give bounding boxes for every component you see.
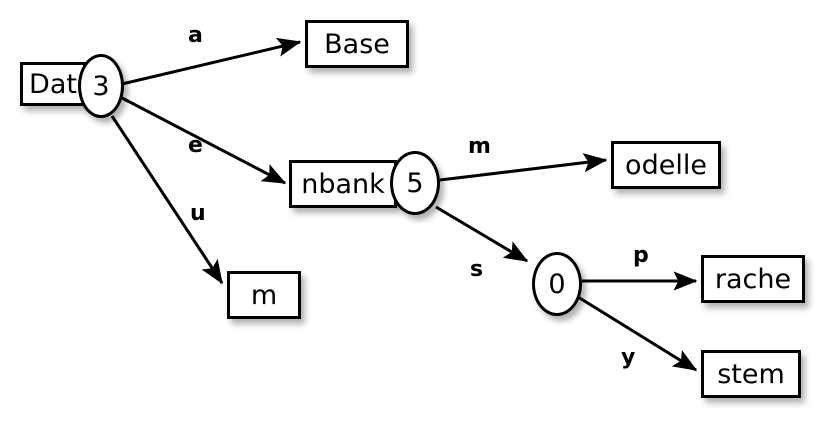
edge-u — [110, 115, 224, 285]
node-0[interactable]: 0 — [532, 252, 582, 316]
node-odelle[interactable]: odelle — [611, 141, 721, 189]
node-label: 5 — [406, 167, 424, 199]
node-label: Base — [324, 28, 390, 60]
node-label: odelle — [625, 149, 707, 181]
edge-a — [121, 37, 302, 86]
node-label: nbank — [301, 168, 385, 200]
edge-s — [435, 205, 529, 263]
node-label: 0 — [548, 268, 566, 300]
node-label: Dat — [29, 68, 77, 100]
edge-label-p: p — [633, 243, 649, 268]
node-5[interactable]: 5 — [390, 151, 440, 215]
node-label: stem — [717, 358, 785, 390]
edge-y — [577, 295, 698, 372]
node-nbank[interactable]: nbank — [289, 160, 397, 208]
edge-e — [121, 96, 287, 185]
node-base[interactable]: Base — [305, 20, 409, 68]
node-stem[interactable]: stem — [701, 350, 801, 398]
edge-label-s: s — [470, 257, 484, 282]
node-label: 3 — [92, 70, 110, 102]
edge-label-y: y — [621, 345, 636, 370]
node-rache[interactable]: rache — [701, 255, 805, 303]
edge-label-u: u — [190, 201, 206, 226]
node-3[interactable]: 3 — [78, 54, 124, 118]
node-dat[interactable]: Dat — [20, 62, 86, 106]
edge-label-m: m — [468, 134, 491, 159]
node-label: rache — [714, 263, 792, 295]
edge-label-a: a — [188, 23, 203, 48]
node-m[interactable]: m — [227, 271, 301, 319]
node-label: m — [250, 279, 278, 311]
edge-m — [439, 153, 608, 182]
edge-label-e: e — [188, 133, 203, 158]
